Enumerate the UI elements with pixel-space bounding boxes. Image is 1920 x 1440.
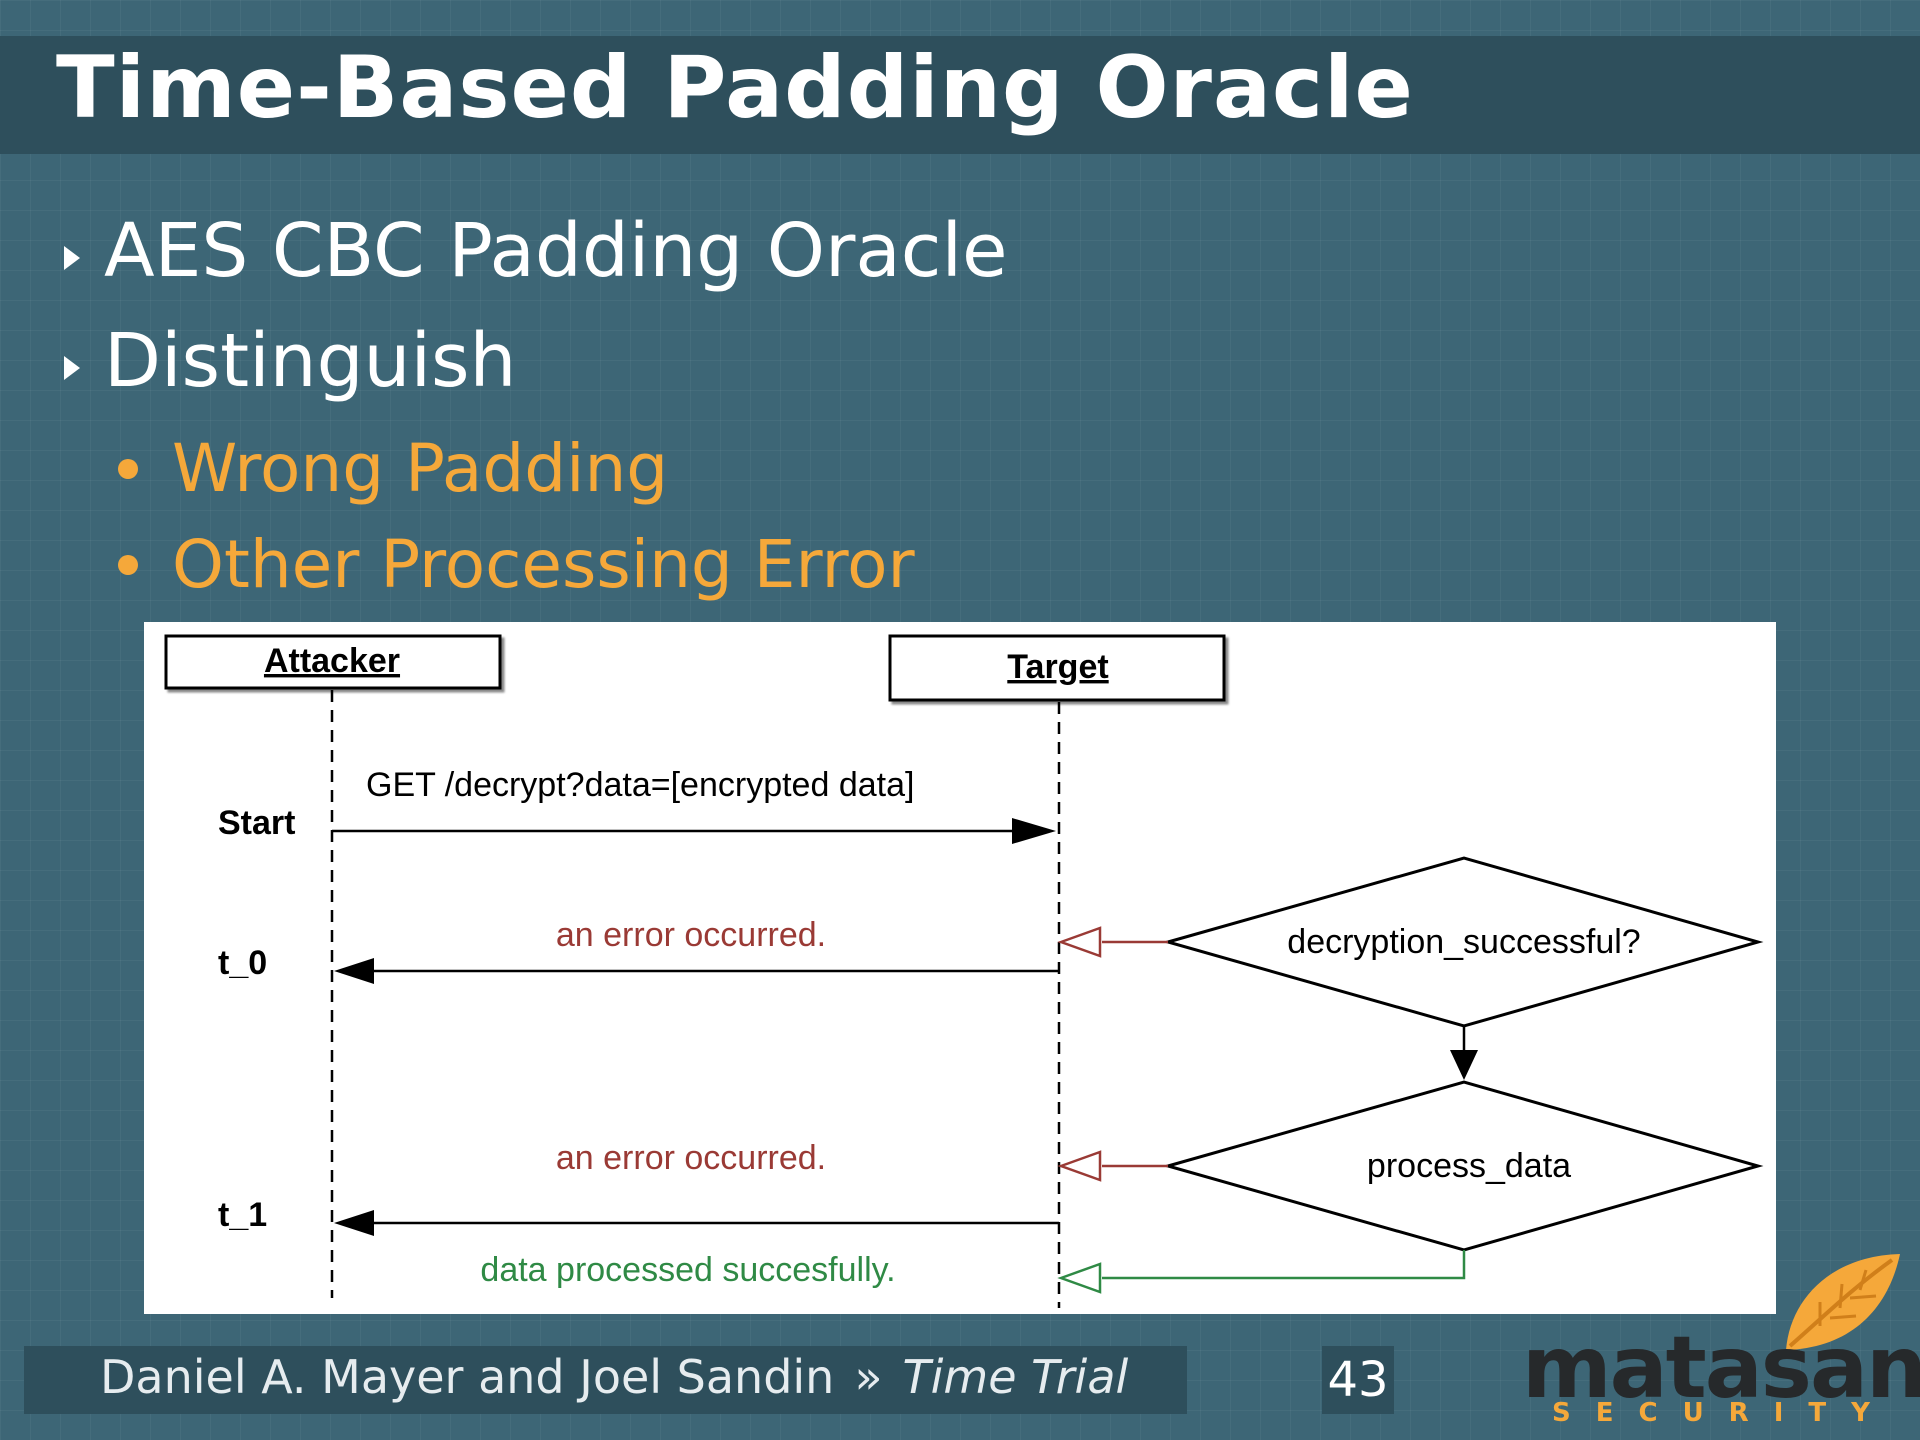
footer-authors: Daniel A. Mayer and Joel Sandin: [100, 1350, 835, 1404]
error-label-2: an error occurred.: [556, 1139, 826, 1177]
error-response-arrowhead-1: [334, 958, 374, 984]
decision-error-arrowhead-1: [1057, 926, 1102, 958]
leaf-logo-icon: [1786, 1254, 1900, 1350]
decision-process-label: process_data: [1367, 1147, 1571, 1185]
bullet-text: AES CBC Padding Oracle: [104, 208, 1008, 294]
target-box: [888, 634, 1226, 702]
success-arrowhead: [1057, 1262, 1102, 1294]
attacker-box: [164, 634, 502, 690]
footer-credits: Daniel A. Mayer and Joel Sandin » Time Tri…: [100, 1350, 1128, 1404]
time-label-start: Start: [218, 804, 295, 842]
sequence-diagram: Attacker Target Start t_0 t_1 GET /decry…: [144, 622, 1776, 1314]
slide-title: Time-Based Padding Oracle: [56, 38, 1414, 138]
request-label: GET /decrypt?data=[encrypted data]: [366, 766, 914, 804]
footer-bar: [24, 1346, 1187, 1414]
logo-subtitle: SECURITY: [1552, 1398, 1895, 1428]
sub-bullet-wrong-padding: Wrong Padding: [118, 430, 668, 507]
bullet-distinguish: Distinguish: [64, 318, 516, 404]
sub-bullet-text: Wrong Padding: [172, 430, 669, 507]
attacker-label: Attacker: [264, 642, 400, 680]
request-arrowhead: [1012, 818, 1056, 844]
bullet-text: Distinguish: [104, 318, 517, 404]
page-number: 43: [1322, 1346, 1394, 1414]
decision-process: [1162, 1080, 1764, 1252]
triangle-bullet-icon: [64, 246, 80, 270]
success-label: data processed succesfully.: [480, 1251, 895, 1289]
target-label: Target: [1007, 648, 1108, 686]
sub-bullet-text: Other Processing Error: [172, 526, 915, 603]
footer-talk-title: Time Trial: [902, 1350, 1129, 1404]
bullet-aes: AES CBC Padding Oracle: [64, 208, 1008, 294]
error-label-1: an error occurred.: [556, 916, 826, 954]
error-response-arrowhead-2: [334, 1210, 374, 1236]
time-label-t0: t_0: [218, 944, 267, 982]
decision-decryption: [1162, 856, 1764, 1028]
dot-bullet-icon: [118, 458, 138, 479]
logo-wordmark: matasano: [1522, 1318, 1920, 1418]
title-bar: [0, 36, 1920, 154]
time-label-t1: t_1: [218, 1196, 267, 1234]
success-line: [1102, 1250, 1466, 1280]
decision-error-arrowhead-2: [1057, 1150, 1102, 1182]
dot-bullet-icon: [118, 554, 138, 575]
decision-connector-arrowhead: [1450, 1050, 1478, 1080]
footer-separator: »: [854, 1350, 883, 1404]
triangle-bullet-icon: [64, 356, 80, 380]
decision-decryption-label: decryption_successful?: [1287, 923, 1640, 961]
sub-bullet-other-error: Other Processing Error: [118, 526, 915, 603]
